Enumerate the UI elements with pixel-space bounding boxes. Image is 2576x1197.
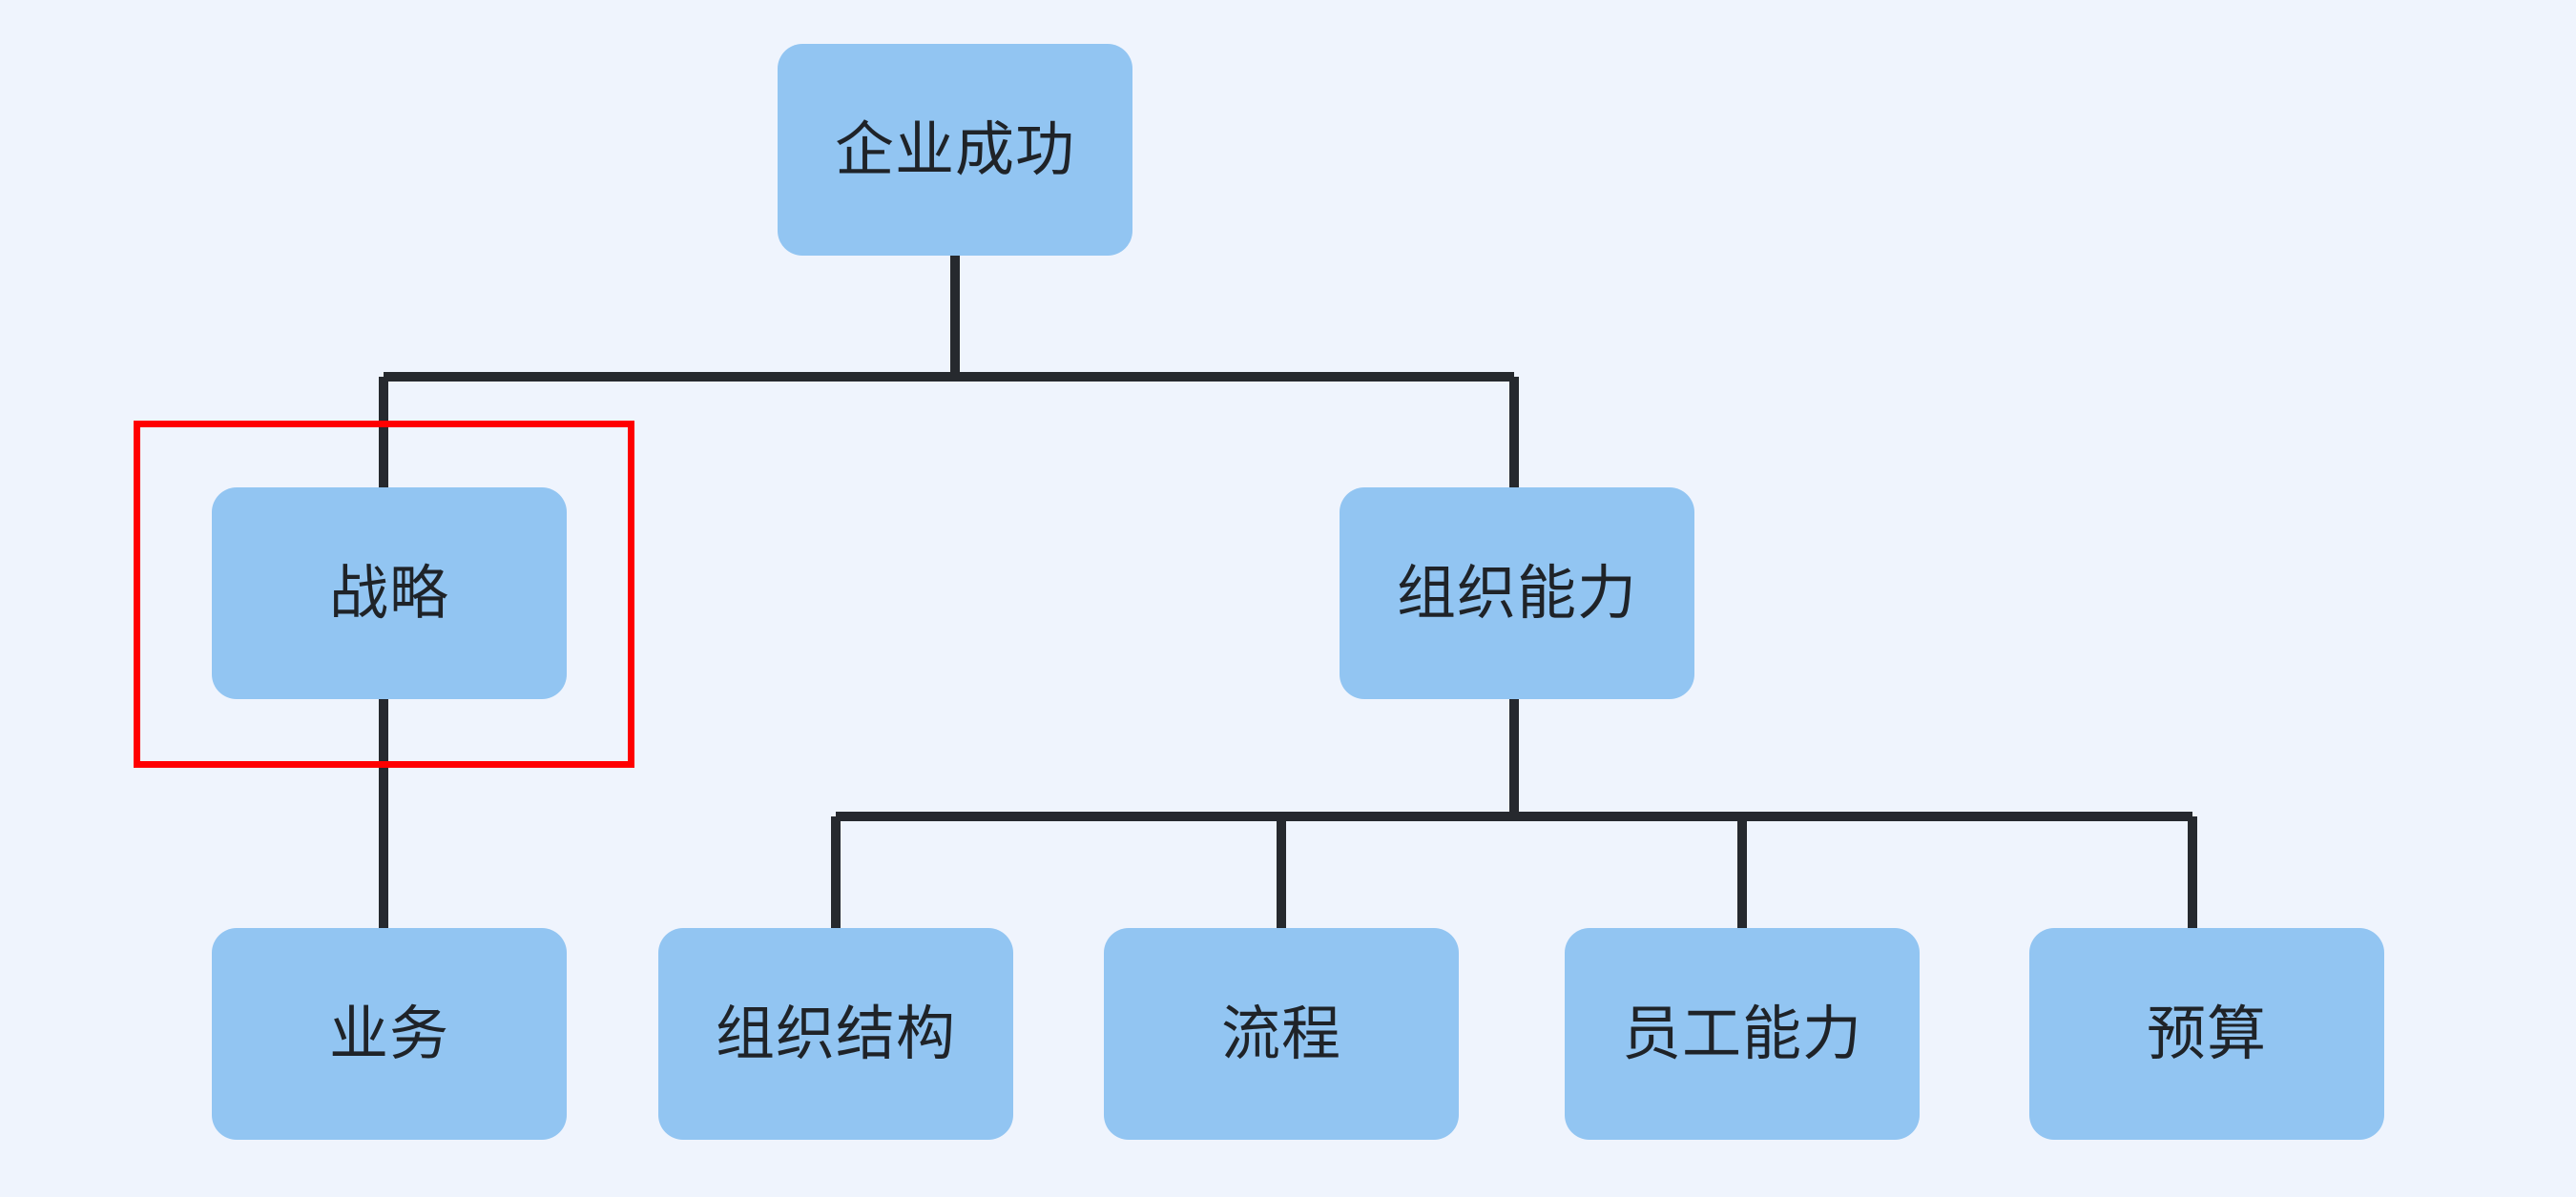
node-org-structure[interactable]: 组织结构	[658, 928, 1013, 1140]
node-budget[interactable]: 预算	[2029, 928, 2384, 1140]
node-process[interactable]: 流程	[1104, 928, 1459, 1140]
node-org-structure-label: 组织结构	[715, 999, 956, 1068]
node-process-label: 流程	[1220, 999, 1341, 1068]
node-business-label: 业务	[328, 999, 449, 1068]
node-root-label: 企业成功	[834, 114, 1075, 184]
node-employee-capability-label: 员工能力	[1621, 999, 1862, 1068]
node-org-capability[interactable]: 组织能力	[1340, 487, 1694, 699]
node-strategy-label: 战略	[328, 558, 449, 628]
node-budget-label: 预算	[2146, 999, 2267, 1068]
node-employee-capability[interactable]: 员工能力	[1565, 928, 1920, 1140]
node-root[interactable]: 企业成功	[778, 44, 1132, 256]
node-org-capability-label: 组织能力	[1396, 558, 1637, 628]
node-strategy[interactable]: 战略	[212, 487, 567, 699]
node-business[interactable]: 业务	[212, 928, 567, 1140]
